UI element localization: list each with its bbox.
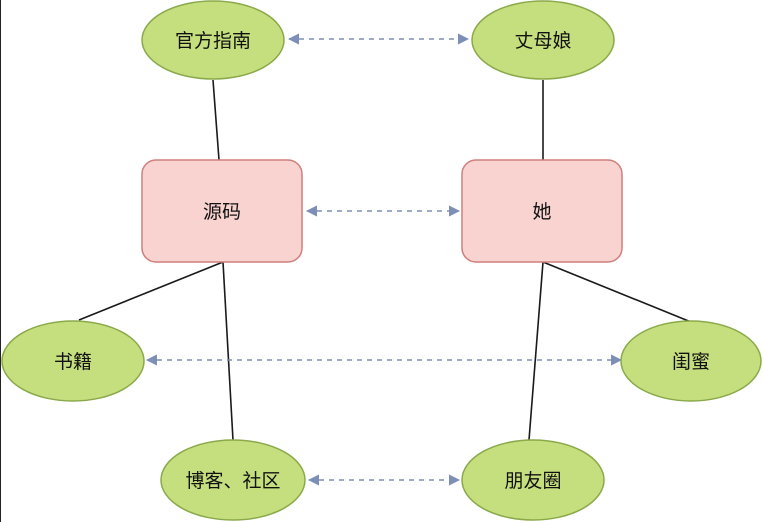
line-source-blog <box>222 261 234 441</box>
line-source-books <box>78 261 224 321</box>
node-books-label: 书籍 <box>54 351 92 373</box>
dashed-arrows <box>145 33 623 486</box>
node-moments-label: 朋友圈 <box>504 470 561 492</box>
solid-connectors <box>78 79 692 441</box>
node-bestie-label: 闺蜜 <box>672 351 710 373</box>
node-her-label: 她 <box>532 201 551 223</box>
node-source-code: 源码 <box>141 159 303 263</box>
node-guide-label: 官方指南 <box>175 30 251 52</box>
node-her: 她 <box>461 159 623 263</box>
line-guide-source <box>212 79 220 161</box>
node-source-code-label: 源码 <box>203 201 241 223</box>
node-bestie: 闺蜜 <box>620 320 762 402</box>
line-her-moments <box>528 261 544 441</box>
node-books: 书籍 <box>1 320 145 402</box>
line-her-bestie <box>542 261 692 323</box>
node-blog-label: 博客、社区 <box>185 470 280 492</box>
node-guide: 官方指南 <box>141 0 285 80</box>
node-mother-in-law: 丈母娘 <box>471 0 615 80</box>
node-mother-in-law-label: 丈母娘 <box>514 30 571 52</box>
node-blog: 博客、社区 <box>160 439 306 521</box>
node-moments: 朋友圈 <box>461 439 605 521</box>
